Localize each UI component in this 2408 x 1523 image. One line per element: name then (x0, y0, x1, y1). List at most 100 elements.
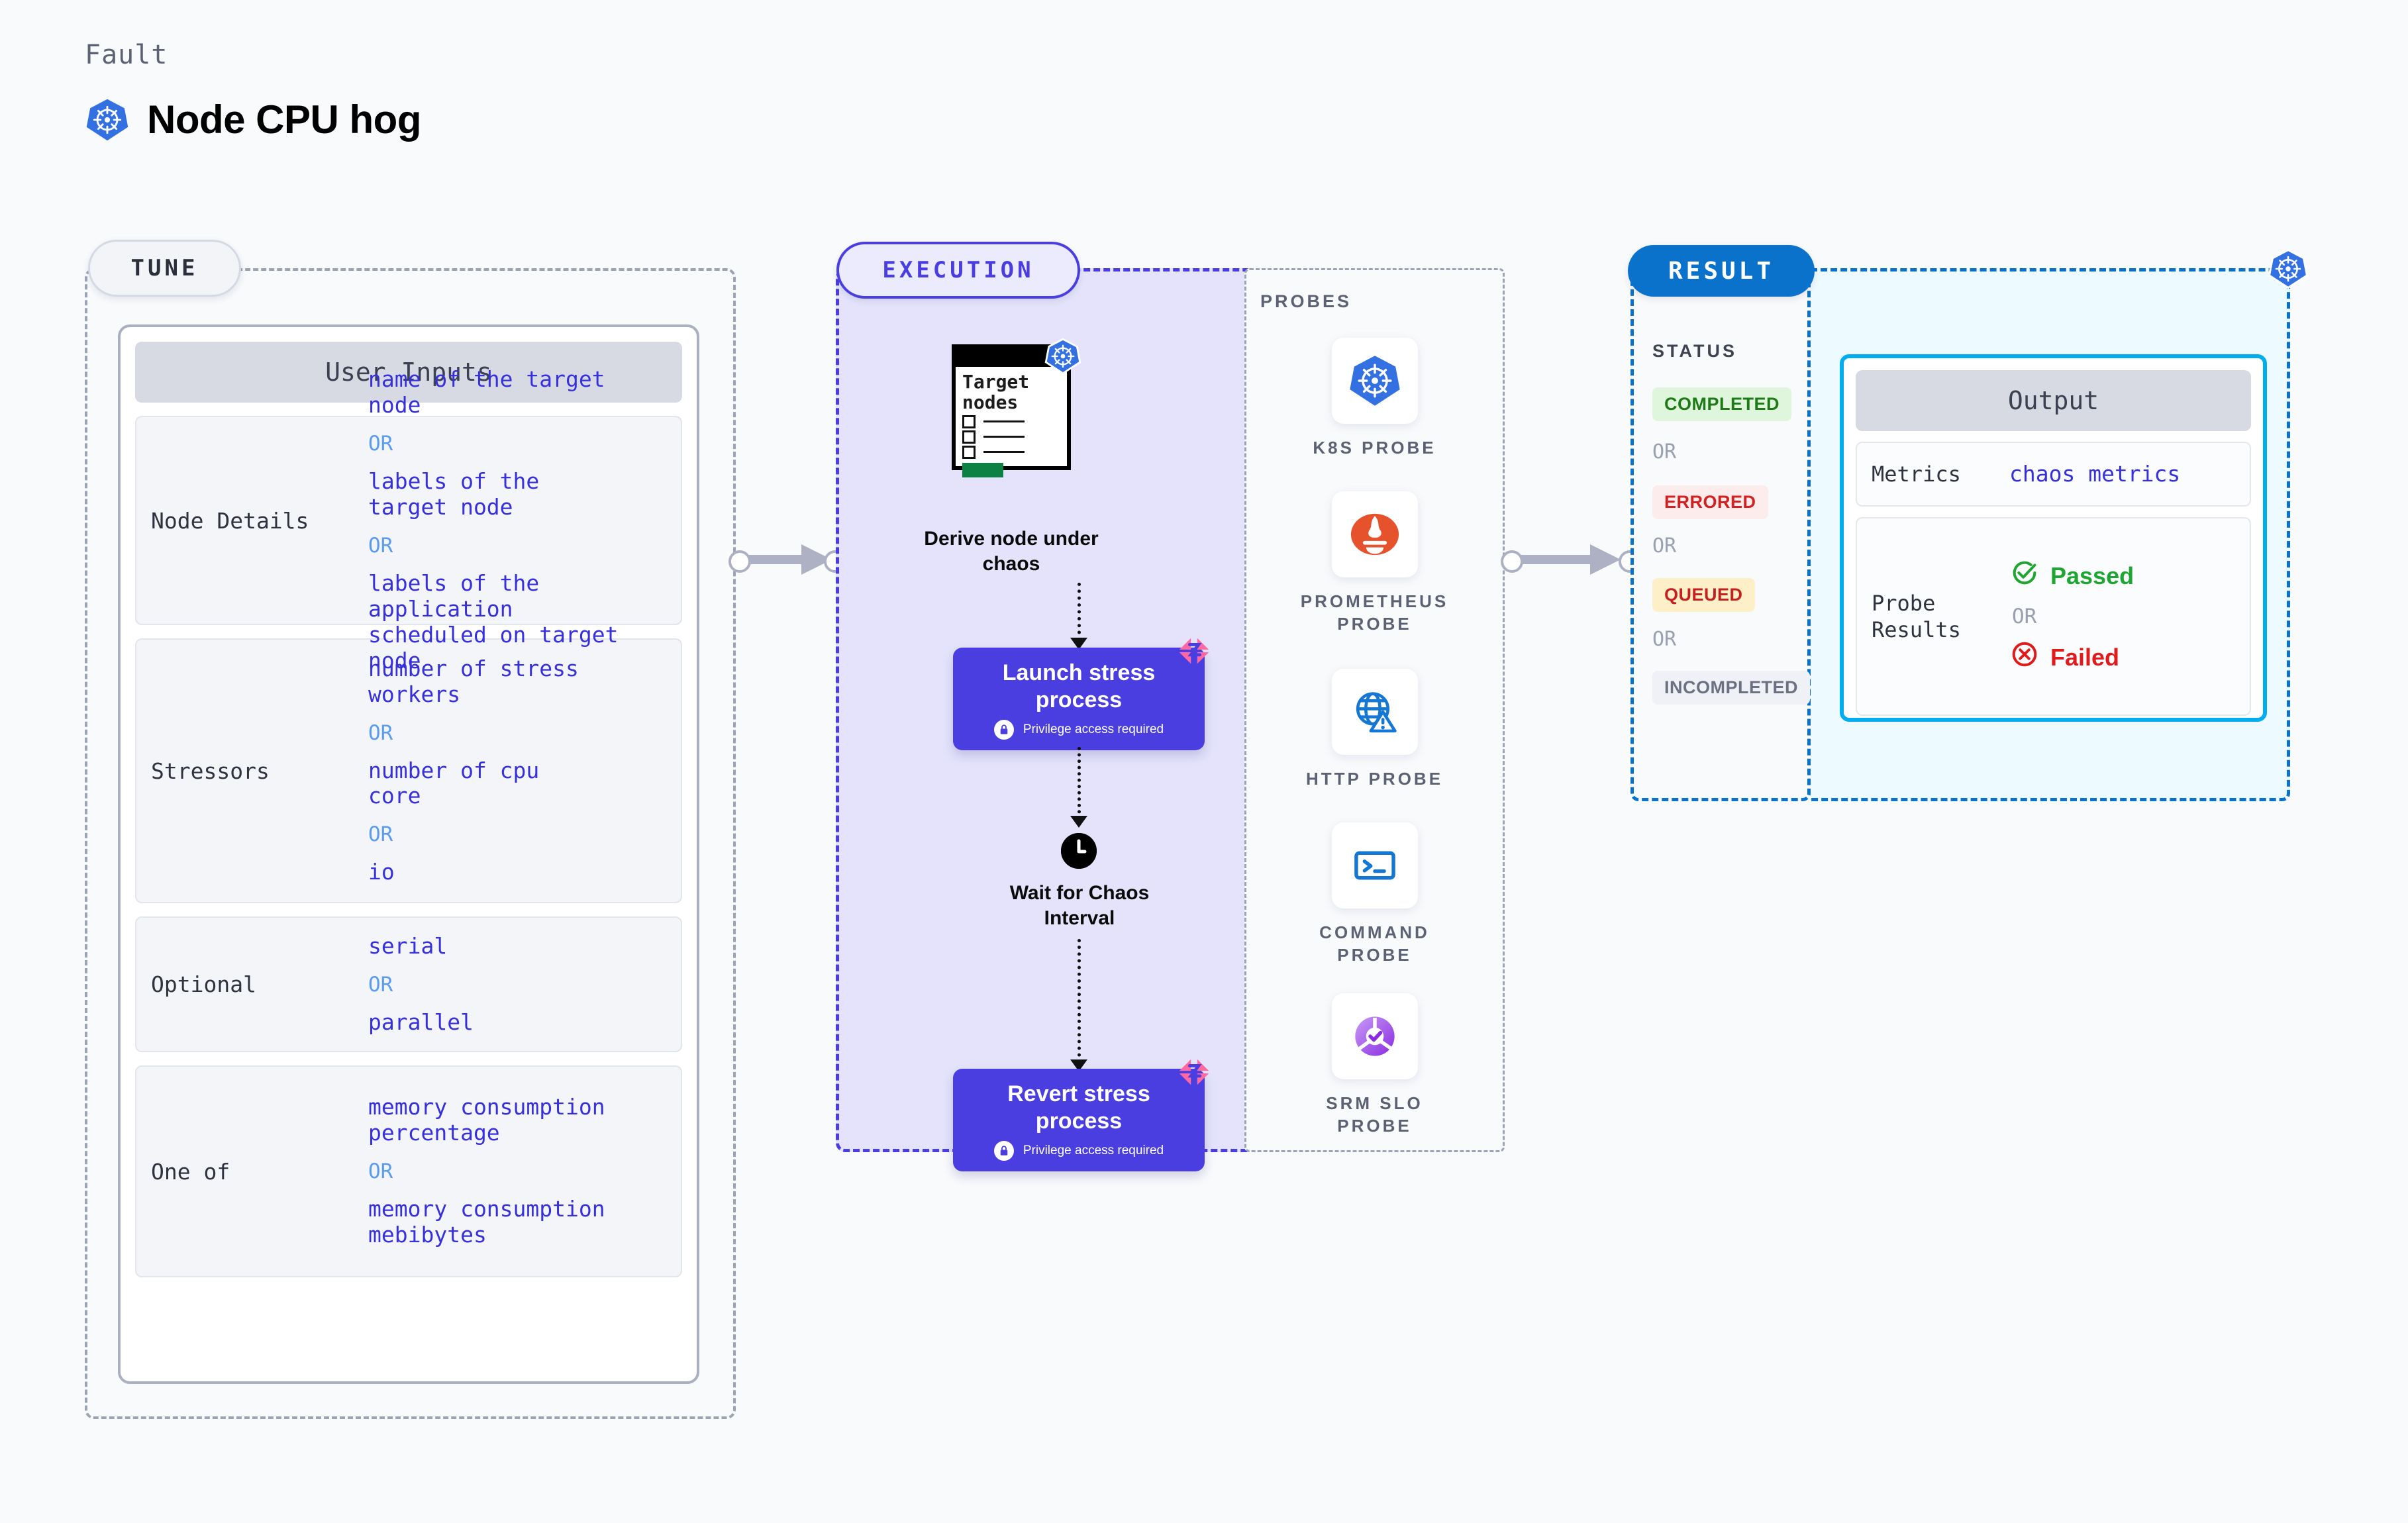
row-values: name of the target node OR labels of the… (368, 366, 681, 674)
prometheus-icon (1331, 491, 1418, 577)
row-label: Metrics (1872, 462, 1961, 487)
globe-warning-icon (1331, 669, 1418, 755)
probe-label: COMMAND PROBE (1319, 922, 1430, 965)
checkbox-icon (962, 445, 976, 459)
step-launch-stress-process[interactable]: Launch stress process Privilege access r… (953, 638, 1209, 750)
checkbox-row (956, 428, 1067, 444)
probe-label: HTTP PROBE (1305, 769, 1444, 789)
fault-eyebrow: Fault (85, 40, 168, 70)
x-circle-icon (2009, 639, 2040, 675)
table-row: Metrics chaos metrics (1856, 442, 2251, 507)
fault-title-row: Node CPU hog (85, 97, 421, 142)
target-nodes-title: Target nodes (962, 371, 1030, 413)
row-values: Passed OR Failed (2009, 558, 2250, 675)
check-circle-icon (2009, 558, 2040, 594)
status-badge-completed: COMPLETED (1652, 387, 1792, 421)
step-subtitle-row: Privilege access required (953, 719, 1205, 740)
option-value: memory consumption mebibytes (368, 1196, 605, 1248)
option-value: number of cpu core (368, 757, 540, 809)
table-row: Stressors number of stress workers OR nu… (135, 638, 682, 903)
probe-label: K8S PROBE (1313, 438, 1436, 458)
or-separator: OR (2012, 605, 2037, 628)
row-label: Stressors (151, 758, 270, 784)
option-value: serial (368, 932, 448, 959)
result-panel (1630, 268, 1811, 801)
probe-label: PROMETHEUS PROBE (1300, 591, 1449, 634)
option-value: parallel (368, 1008, 474, 1035)
arrow-icon (1070, 638, 1087, 650)
output-card: Output Metrics chaos metrics Probe Resul… (1840, 354, 2267, 722)
checkbox-icon (962, 430, 976, 444)
step-subtitle-row: Privilege access required (953, 1140, 1205, 1161)
probe-command[interactable]: COMMAND PROBE (1244, 822, 1505, 967)
checkbox-row (956, 444, 1067, 459)
or-separator: OR (368, 720, 393, 745)
probe-result-passed: Passed (2009, 558, 2250, 594)
probe-srm-slo[interactable]: SRM SLO PROBE (1244, 993, 1505, 1138)
row-values: number of stress workers OR number of cp… (368, 656, 681, 886)
tune-pill-label: TUNE (88, 240, 241, 297)
status-badge-incompleted: INCOMPLETED (1652, 671, 1811, 705)
harness-logo-icon (1176, 1054, 1214, 1096)
table-row: Probe Results Passed OR (1856, 517, 2251, 716)
connector-tune-execution (728, 543, 846, 577)
step-title: Launch stress process (1002, 660, 1156, 713)
kubernetes-icon (1331, 338, 1418, 424)
probe-http[interactable]: HTTP PROBE (1244, 669, 1505, 791)
row-label: Optional (151, 971, 256, 997)
table-row: Node Details name of the target node OR … (135, 366, 682, 673)
srm-slo-icon (1331, 993, 1418, 1079)
or-separator: OR (368, 432, 393, 456)
flow-connector (1078, 747, 1081, 820)
status-badge-queued: QUEUED (1652, 578, 1755, 612)
row-values: memory consumption percentage OR memory … (368, 1094, 681, 1248)
step-subtitle: Privilege access required (1023, 722, 1164, 736)
result-pill-label: RESULT (1628, 245, 1815, 297)
option-value: io (368, 859, 395, 885)
page-title: Node CPU hog (147, 97, 421, 142)
harness-logo-icon (1176, 633, 1214, 675)
status-badge-errored: ERRORED (1652, 485, 1768, 519)
checkbox-icon (962, 415, 976, 428)
or-separator: OR (368, 822, 393, 847)
step-revert-stress-process[interactable]: Revert stress process Privilege access r… (953, 1059, 1209, 1171)
output-title: Output (1856, 370, 2251, 431)
or-separator: OR (1652, 628, 1677, 651)
option-value: labels of the application scheduled on t… (368, 570, 619, 673)
step-caption-wait: Wait for Chaos Interval (1009, 882, 1150, 929)
option-value: name of the target node (368, 366, 605, 418)
pass-label: Passed (2050, 562, 2134, 589)
connector-execution-result (1501, 543, 1641, 577)
line-placeholder (983, 420, 1025, 423)
line-placeholder (983, 451, 1025, 454)
kubernetes-icon (1044, 338, 1081, 378)
flow-connector (1078, 939, 1081, 1063)
green-bar (962, 462, 1003, 477)
arrow-icon (1070, 816, 1087, 828)
step-subtitle: Privilege access required (1023, 1143, 1164, 1157)
arrow-icon (1070, 1059, 1087, 1071)
metrics-value: chaos metrics (2009, 460, 2181, 487)
terminal-icon (1331, 822, 1418, 909)
fail-label: Failed (2050, 643, 2120, 671)
kubernetes-icon (2268, 248, 2309, 293)
or-separator: OR (368, 534, 393, 558)
row-label: Node Details (151, 507, 309, 534)
lock-icon (993, 719, 1014, 740)
or-separator: OR (368, 972, 393, 997)
row-values: serial OR parallel (368, 932, 681, 1036)
user-inputs-card: User Inputs Node Details name of the tar… (118, 324, 699, 1384)
row-label: One of (151, 1158, 230, 1185)
option-value: number of stress workers (368, 655, 579, 707)
probe-prometheus[interactable]: PROMETHEUS PROBE (1244, 491, 1505, 636)
step-caption-derive: Derive node under chaos (924, 528, 1099, 575)
or-separator: OR (368, 1159, 393, 1183)
checkbox-row (956, 413, 1067, 428)
probe-k8s[interactable]: K8S PROBE (1244, 338, 1505, 460)
kubernetes-icon (85, 97, 130, 142)
row-label: Probe Results (1872, 591, 1961, 642)
or-separator: OR (1652, 534, 1677, 558)
clock-icon (1061, 833, 1097, 869)
or-separator: OR (1652, 440, 1677, 464)
probe-result-failed: Failed (2009, 639, 2250, 675)
